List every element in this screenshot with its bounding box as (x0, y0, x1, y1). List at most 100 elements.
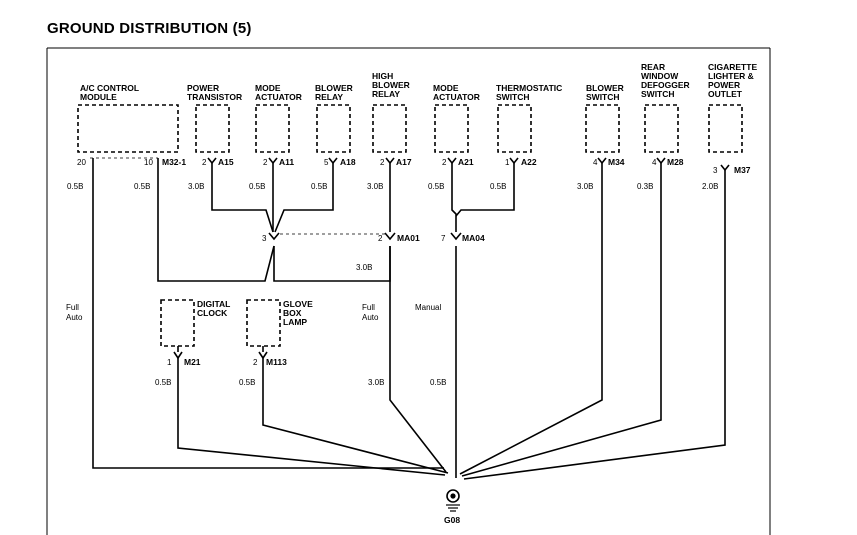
wire-cigarette-lighter (463, 170, 726, 480)
wire-size-ma04-down: 0.5B (430, 378, 446, 387)
cigarette-lighter-pin: 3 (713, 166, 718, 175)
connector-ma04-chevron (450, 232, 462, 241)
connector-m21: M21 (184, 357, 201, 367)
mode-actuator-label: MODE ACTUATOR (255, 83, 302, 102)
power-transistor-label: POWER TRANSISTOR (187, 83, 242, 102)
connector-a18-chevron (328, 157, 338, 165)
power-transistor-box (195, 104, 230, 153)
wire-ac-pin20 (92, 158, 444, 469)
wire-size-pt: 3.0B (188, 182, 204, 191)
wire-size-br: 0.5B (311, 182, 327, 191)
connector-m28-chevron (656, 157, 666, 165)
ac-control-module-box (77, 104, 179, 153)
wire-rear-defogger (461, 163, 662, 477)
wire-size-ma1: 0.5B (249, 182, 265, 191)
connector-m34-chevron (597, 157, 607, 165)
thermostatic-switch-label: THERMOSTATIC SWITCH (496, 83, 565, 102)
connector-a22-chevron (509, 157, 519, 165)
wire-size-splice: 3.0B (356, 263, 372, 272)
note-full-auto-mid: Full Auto (362, 303, 379, 322)
connector-a17-chevron (385, 157, 395, 165)
wire-size-ts: 0.5B (490, 182, 506, 191)
connector-m21-chevron (173, 351, 183, 360)
ground-label: G08 (444, 515, 460, 525)
wire-size-dc: 0.5B (155, 378, 171, 387)
wire-blower-relay (274, 163, 334, 233)
splice-3-chevron (268, 232, 280, 241)
wire-splice-to-ma01 (273, 246, 391, 282)
wire-glove-box-lamp (262, 358, 449, 474)
wire-size-gbl: 0.5B (239, 378, 255, 387)
connector-m37-chevron (720, 164, 730, 172)
page-title: GROUND DISTRIBUTION (5) (47, 20, 252, 37)
connector-ma01-chevron (384, 232, 396, 241)
cigarette-lighter-label: CIGARETTE LIGHTER & POWER OUTLET (708, 62, 760, 99)
digital-clock-box (160, 299, 195, 347)
digital-clock-label: DIGITAL CLOCK (197, 299, 233, 318)
connector-a18: A18 (340, 157, 356, 167)
blower-relay-box (316, 104, 351, 153)
ma04-pin: 7 (441, 234, 446, 243)
connector-a11-chevron (268, 157, 278, 165)
blower-relay-pin: 5 (324, 158, 329, 167)
connector-m113: M113 (266, 357, 287, 367)
rear-window-defogger-switch-label: REAR WINDOW DEFOGGER SWITCH (641, 62, 692, 99)
wire-size-rwd: 0.3B (637, 182, 653, 191)
ma01-pin: 2 (378, 234, 383, 243)
wire-size-cig: 2.0B (702, 182, 718, 191)
wire-size-ma01-down: 3.0B (368, 378, 384, 387)
connector-a21-chevron (447, 157, 457, 165)
power-transistor-pin: 2 (202, 158, 207, 167)
wire-size-ac10: 0.5B (134, 182, 150, 191)
thermostatic-switch-pin: 1 (505, 158, 510, 167)
connector-a15-chevron (207, 157, 217, 165)
wire-size-bs: 3.0B (577, 182, 593, 191)
high-blower-relay-box (372, 104, 407, 153)
connector-a11: A11 (279, 157, 294, 167)
thermostatic-switch-box (497, 104, 532, 153)
connector-a17: A17 (396, 157, 412, 167)
ground-icon (446, 489, 460, 512)
rear-defogger-pin: 4 (652, 158, 657, 167)
wire-size-ac20: 0.5B (67, 182, 83, 191)
mode-actuator-box-2 (434, 104, 469, 153)
digital-clock-pin: 1 (167, 358, 172, 367)
wire-thermostatic-switch (455, 163, 515, 217)
cigarette-lighter-box (708, 104, 743, 153)
ac-pin-10: 10 (144, 158, 153, 167)
connector-a22: A22 (521, 157, 537, 167)
note-manual: Manual (415, 303, 441, 312)
glove-box-lamp-pin: 2 (253, 358, 258, 367)
mode-actuator-box (255, 104, 290, 153)
connector-m37: M37 (734, 165, 751, 175)
glove-box-lamp-label: GLOVE BOX LAMP (283, 299, 315, 327)
blower-switch-pin: 4 (593, 158, 598, 167)
note-full-auto-left: Full Auto (66, 303, 83, 322)
wire-digital-clock (177, 358, 446, 476)
wire-size-hbr: 3.0B (367, 182, 383, 191)
rear-window-defogger-switch-box (644, 104, 679, 153)
connector-ma01: MA01 (397, 233, 420, 243)
high-blower-relay-pin: 2 (380, 158, 385, 167)
wire-blower-switch (459, 163, 603, 475)
connector-m32: M32-1 (162, 157, 186, 167)
blower-switch-box (585, 104, 620, 153)
blower-switch-label: BLOWER SWITCH (586, 83, 626, 102)
ac-control-module-label: A/C CONTROL MODULE (80, 83, 141, 102)
wire-power-transistor (211, 163, 274, 233)
wire-ac-pin10 (157, 158, 275, 282)
connector-a15: A15 (218, 157, 234, 167)
connector-ma04: MA04 (462, 233, 485, 243)
glove-box-lamp-box (246, 299, 281, 347)
high-blower-relay-label: HIGH BLOWER RELAY (372, 71, 412, 99)
blower-relay-label: BLOWER RELAY (315, 83, 355, 102)
splice-pin-3: 3 (262, 234, 267, 243)
connector-m28: M28 (667, 157, 684, 167)
mode-actuator-pin: 2 (263, 158, 268, 167)
connector-m34: M34 (608, 157, 625, 167)
mode-actuator-label-2: MODE ACTUATOR (433, 83, 480, 102)
connector-a21: A21 (458, 157, 474, 167)
wire-ma01-ground (389, 246, 447, 473)
mode-actuator-pin-2: 2 (442, 158, 447, 167)
ac-pin-20: 20 (77, 158, 86, 167)
